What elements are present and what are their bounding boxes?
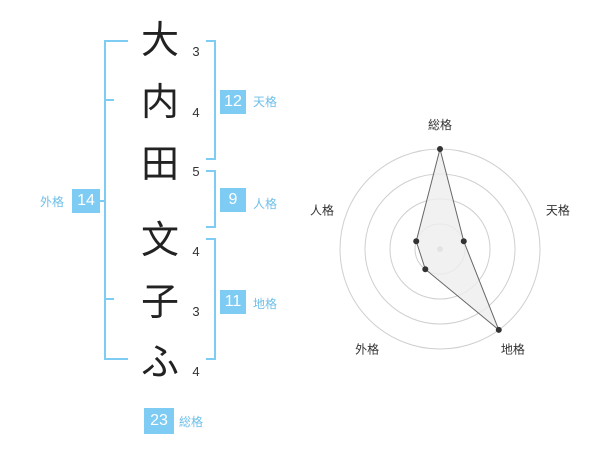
- radar-axis-label-5: 人格: [310, 203, 334, 218]
- stroke-count-1: 3: [192, 44, 200, 59]
- radar-point-5: [413, 238, 420, 245]
- radar-axis-label-2: 天格: [546, 203, 570, 218]
- chikaku-label: 地格: [253, 297, 278, 311]
- radar-axis-label-4: 外格: [355, 341, 379, 356]
- gaikaku-value: 14: [72, 189, 100, 213]
- radar-polygon: [415, 148, 500, 331]
- radar-point-2: [460, 238, 467, 245]
- chikaku-value: 11: [220, 290, 246, 314]
- radar-point-1: [437, 146, 443, 152]
- soukaku-label: 総格: [179, 415, 204, 429]
- stroke-count-3: 5: [192, 164, 200, 179]
- soukaku-value: 23: [144, 408, 174, 434]
- radar-axis-label-3: 地格: [501, 341, 525, 356]
- radar-point-4: [422, 266, 429, 273]
- jinkaku-value: 9: [220, 188, 246, 212]
- name-char-5: 子: [140, 280, 179, 324]
- radar-axis-label-1: 総格: [428, 117, 452, 132]
- stroke-count-4: 4: [192, 244, 200, 259]
- name-char-6: ふ: [140, 340, 179, 384]
- name-char-2: 内: [140, 80, 179, 124]
- tenkaku-label: 天格: [253, 95, 278, 109]
- stroke-count-6: 4: [192, 364, 200, 379]
- tenkaku-value: 12: [220, 90, 246, 114]
- name-char-3: 田: [140, 142, 179, 186]
- stroke-count-2: 4: [192, 105, 200, 120]
- name-char-1: 大: [140, 18, 179, 62]
- radar-point-3: [495, 326, 502, 333]
- name-char-4: 文: [140, 218, 179, 262]
- jinkaku-label: 人格: [253, 197, 278, 211]
- stroke-count-5: 3: [192, 304, 200, 319]
- gaikaku-label: 外格: [40, 195, 65, 209]
